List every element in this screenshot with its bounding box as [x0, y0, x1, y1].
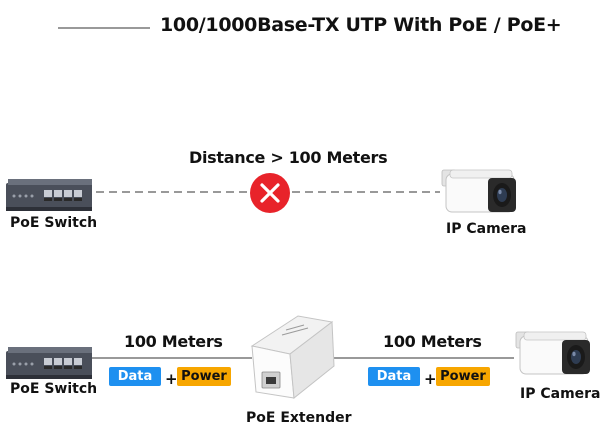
left-distance-label: 100 Meters [124, 332, 223, 351]
camera-label: IP Camera [446, 221, 527, 237]
data-badge: Data [368, 367, 420, 386]
poe-switch-icon [6, 347, 92, 379]
plus-sign: + [424, 370, 437, 388]
ip-camera-icon [441, 169, 517, 213]
right-distance-label: 100 Meters [383, 332, 482, 351]
error-x-icon [250, 173, 290, 213]
power-badge: Power [436, 367, 490, 386]
distance-label: Distance > 100 Meters [189, 148, 388, 167]
extender-label: PoE Extender [246, 410, 352, 426]
page-title: 100/1000Base-TX UTP With PoE / PoE+ [160, 14, 562, 36]
plus-sign: + [165, 370, 178, 388]
switch-label: PoE Switch [10, 215, 98, 231]
ip-camera-icon [515, 331, 591, 375]
poe-extender-icon [250, 315, 335, 399]
data-badge: Data [109, 367, 161, 386]
camera-label: IP Camera [520, 386, 600, 402]
power-badge: Power [177, 367, 231, 386]
poe-switch-icon [6, 179, 92, 211]
switch-label: PoE Switch [10, 381, 98, 397]
